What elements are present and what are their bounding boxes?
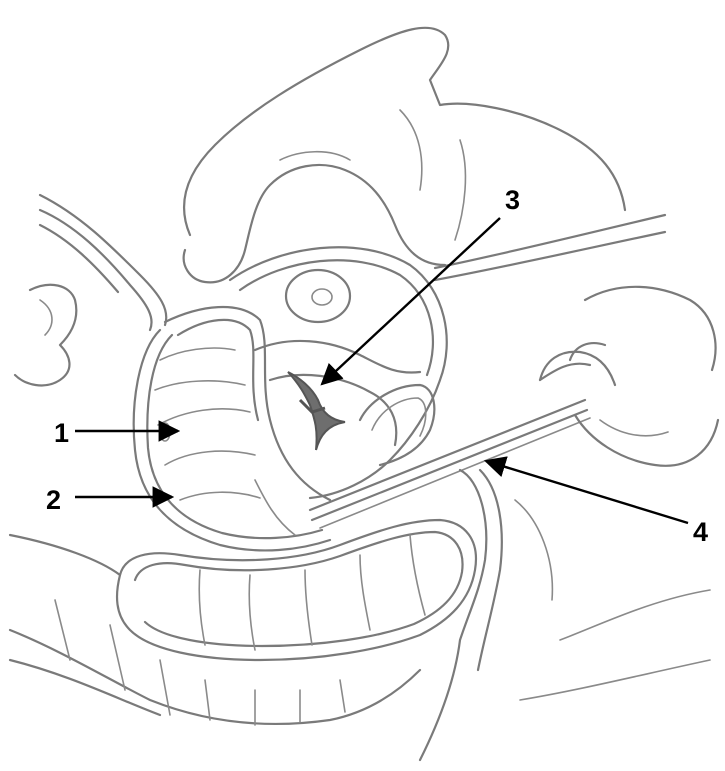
uterine-wall — [134, 307, 330, 550]
right-body-contour — [420, 470, 710, 760]
lower-intestine — [10, 520, 476, 660]
label-2: 2 — [46, 485, 61, 515]
right-hand-drawing — [540, 287, 718, 466]
label-1: 1 — [54, 418, 69, 448]
label-3: 3 — [505, 185, 520, 215]
arrow-4 — [486, 461, 688, 523]
central-crevice — [288, 372, 345, 450]
ovary-structure — [230, 247, 447, 498]
probe-instrument — [310, 364, 590, 528]
vertebral-column — [10, 600, 420, 725]
upper-hand-drawing — [184, 28, 665, 283]
label-4: 4 — [693, 517, 708, 547]
